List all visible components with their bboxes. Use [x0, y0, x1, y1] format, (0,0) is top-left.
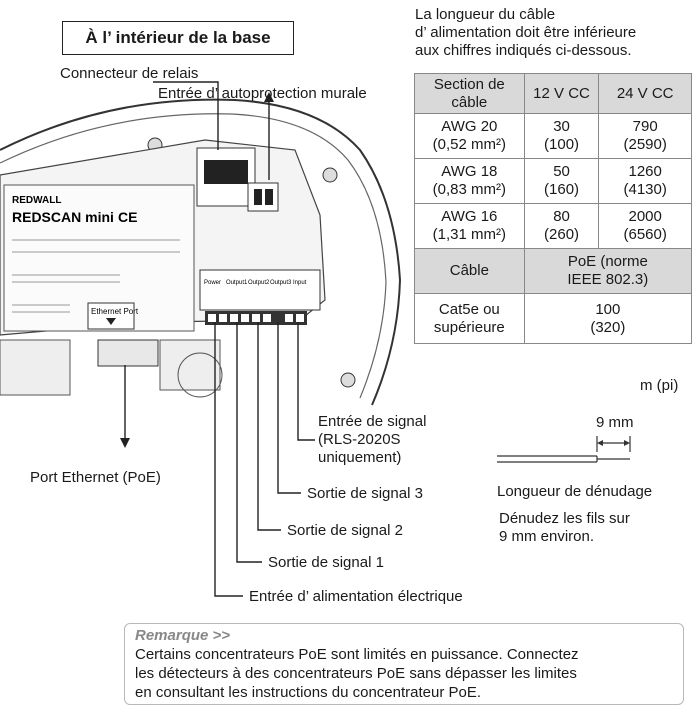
- remark-box: Remarque >> Certains concentrateurs PoE …: [124, 623, 684, 705]
- screw-icon: [322, 167, 338, 183]
- ce-mark: CE: [118, 209, 137, 225]
- relay-leader: [153, 81, 219, 150]
- ethernet-connector: [97, 339, 159, 367]
- screw-icon: [340, 372, 356, 388]
- table-row: AWG 16(1,31 mm²) 80(260) 2000(6560): [414, 203, 692, 249]
- header-24v: 24 V CC: [598, 73, 692, 114]
- section-title: À l’ intérieur de la base: [62, 21, 294, 55]
- cable-length-table: Section de câble 12 V CC 24 V CC AWG 20(…: [414, 73, 693, 344]
- label-signal-output-3: Sortie de signal 3: [307, 485, 423, 502]
- housing-inner-outline: [0, 113, 387, 399]
- power-leader: [214, 322, 243, 597]
- brand-text: REDWALL: [12, 195, 61, 206]
- svg-text:Input: Input: [293, 280, 307, 286]
- svg-text:Output1: Output1: [226, 280, 248, 286]
- housing-outline: [0, 98, 402, 406]
- remark-body: Certains concentrateurs PoE sont limités…: [135, 646, 579, 701]
- svg-text:Output3: Output3: [270, 280, 292, 286]
- svg-text:Power: Power: [204, 280, 221, 286]
- arrow-up-icon: [264, 92, 274, 102]
- relay-connector-pins: [204, 160, 248, 184]
- label-ethernet-port: Port Ethernet (PoE): [30, 469, 161, 486]
- strip-length-value: 9 mm: [596, 414, 634, 431]
- tamper-connector: [247, 182, 279, 212]
- label-signal-input: Entrée de signal (RLS-2020S uniquement): [318, 413, 427, 466]
- out2-leader: [257, 322, 281, 531]
- label-signal-output-1: Sortie de signal 1: [268, 554, 384, 571]
- table-row: AWG 20(0,52 mm²) 30(100) 790(2590): [414, 113, 692, 159]
- strip-length-label: Longueur de dénudage: [497, 483, 653, 500]
- header-section: Section de câble: [414, 73, 525, 114]
- arrow-down-icon: [120, 438, 130, 448]
- cable-length-intro: La longueur du câble d’ alimentation doi…: [415, 6, 637, 59]
- strip-diagram: [497, 436, 631, 463]
- svg-text:Ethernet Port: Ethernet Port: [91, 307, 139, 316]
- header-12v: 12 V CC: [523, 73, 600, 114]
- signal-in-leader: [297, 322, 315, 441]
- remark-title: Remarque >>: [135, 627, 231, 644]
- model-text: REDSCAN mini: [12, 209, 114, 225]
- label-power-input: Entrée d’ alimentation électrique: [249, 588, 463, 605]
- unit-label: m (pi): [640, 377, 679, 394]
- label-tamper-input: Entrée d’ autoprotection murale: [158, 85, 367, 102]
- table-row: AWG 18(0,83 mm²) 50(160) 1260(4130): [414, 158, 692, 204]
- table-header-row: Section de câble 12 V CC 24 V CC: [414, 73, 692, 114]
- terminal-block: [199, 269, 321, 311]
- out1-leader: [236, 322, 262, 563]
- arrow-down-icon: [106, 318, 116, 325]
- out3-leader: [277, 322, 301, 494]
- label-signal-output-2: Sortie de signal 2: [287, 522, 403, 539]
- label-relay-connector: Connecteur de relais: [60, 65, 199, 82]
- svg-text:Output2: Output2: [248, 280, 270, 286]
- strip-note: Dénudez les fils sur 9 mm environ.: [499, 510, 630, 545]
